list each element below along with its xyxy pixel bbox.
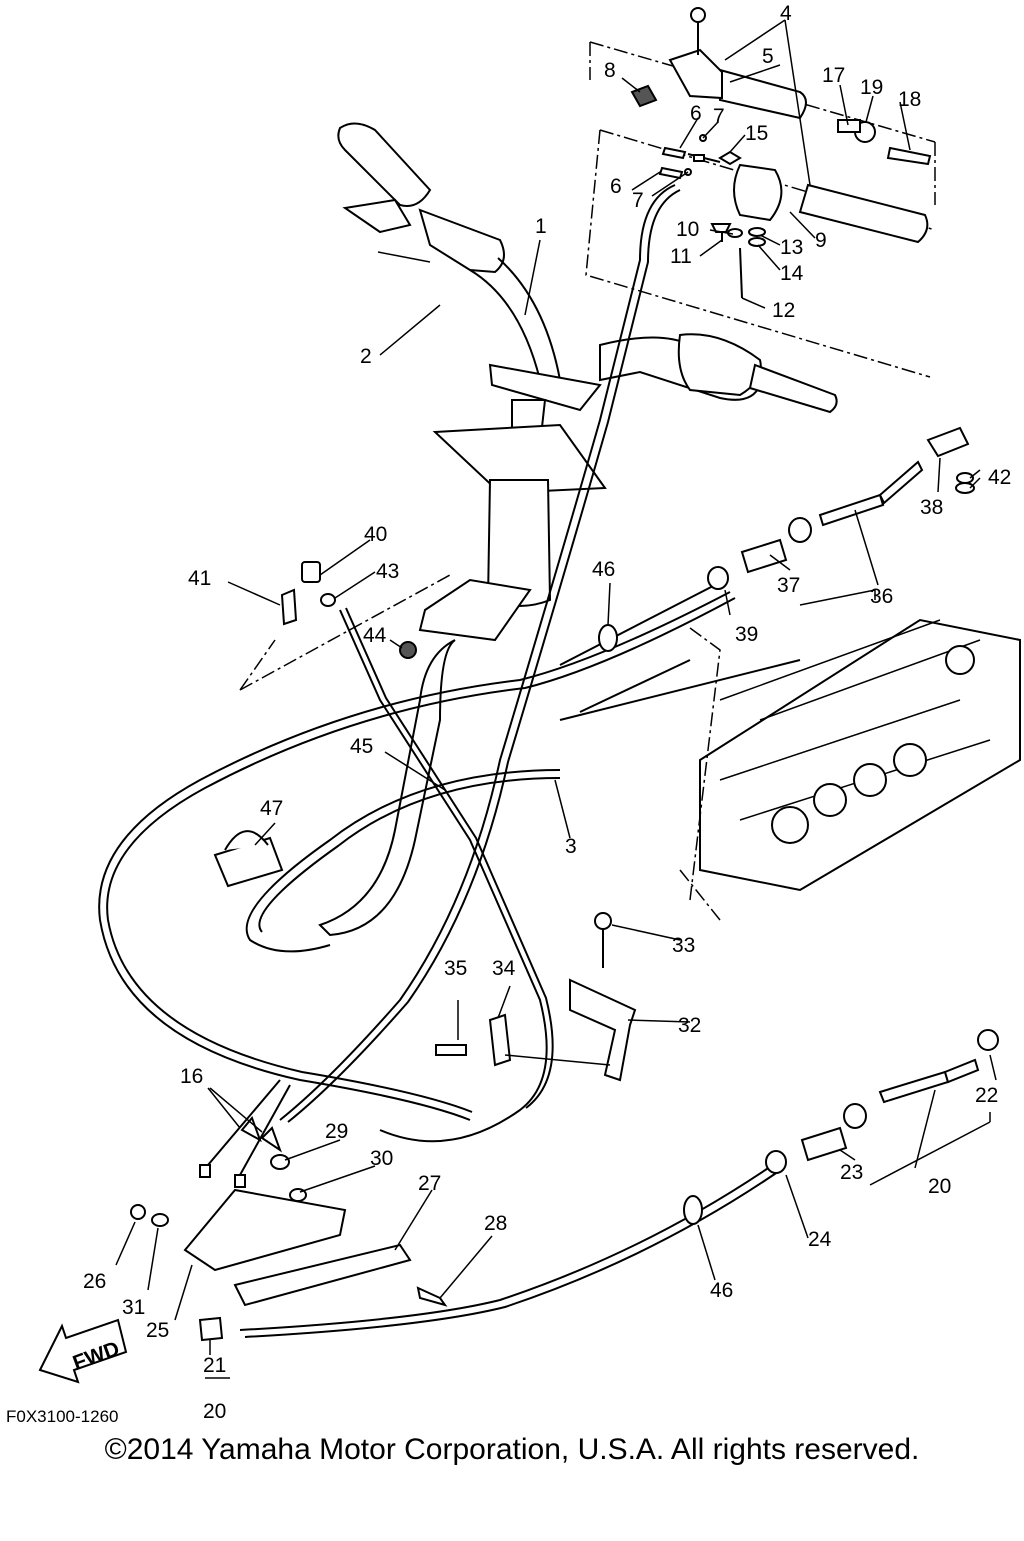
- engine-block: [239, 574, 1021, 921]
- callout-14: 14: [780, 262, 804, 285]
- copyright-notice: ©2014 Yamaha Motor Corporation, U.S.A. A…: [104, 1433, 920, 1466]
- callout-22: 22: [975, 1084, 998, 1107]
- callout-20a: 20: [928, 1175, 951, 1198]
- callout-35: 35: [444, 957, 467, 980]
- callout-40: 40: [364, 523, 387, 546]
- callout-17: 17: [822, 64, 845, 87]
- callout-15: 15: [745, 122, 768, 145]
- callout-34: 34: [492, 957, 516, 980]
- callout-7b: 7: [632, 189, 644, 212]
- callout-28: 28: [484, 1212, 507, 1235]
- callout-47: 47: [260, 797, 283, 820]
- callout-5: 5: [762, 45, 774, 68]
- callout-41: 41: [188, 567, 211, 590]
- callout-13: 13: [780, 236, 803, 259]
- callout-9: 9: [815, 229, 827, 252]
- callout-6a: 6: [690, 102, 702, 125]
- callout-31: 31: [122, 1296, 145, 1319]
- callout-42: 42: [988, 466, 1011, 489]
- control-bracket: [130, 426, 999, 1342]
- callout-29: 29: [325, 1120, 348, 1143]
- callout-19: 19: [860, 76, 883, 99]
- callout-46b: 46: [710, 1279, 733, 1302]
- callout-18: 18: [898, 88, 921, 111]
- handlebar-column: [318, 122, 838, 937]
- fwd-arrow: FWD: [38, 1318, 128, 1384]
- callout-44: 44: [363, 624, 387, 647]
- callout-24: 24: [808, 1228, 832, 1251]
- callout-23: 23: [840, 1161, 863, 1184]
- callout-38: 38: [920, 496, 943, 519]
- leader-lines: [115, 19, 997, 1379]
- callout-16: 16: [180, 1065, 203, 1088]
- callout-1: 1: [535, 215, 547, 238]
- callout-11: 11: [670, 245, 692, 268]
- callout-37: 37: [777, 574, 800, 597]
- callout-39: 39: [735, 623, 758, 646]
- callout-46a: 46: [592, 558, 615, 581]
- drawing-code: F0X3100-1260: [6, 1407, 119, 1426]
- callout-6b: 6: [610, 175, 622, 198]
- callout-33: 33: [672, 934, 695, 957]
- callout-12: 12: [772, 299, 795, 322]
- callout-4: 4: [780, 2, 792, 25]
- callout-2: 2: [360, 345, 372, 368]
- callout-27: 27: [418, 1172, 441, 1195]
- callout-21: 21: [203, 1354, 226, 1377]
- callout-numbers: 1 2 3 4 5 6 7 8 9 10 11 12 13 14 15 6 7 …: [83, 2, 1011, 1423]
- callout-45: 45: [350, 735, 373, 758]
- callout-8: 8: [604, 59, 616, 82]
- callout-3: 3: [565, 835, 577, 858]
- callout-32: 32: [678, 1014, 701, 1037]
- cables: [98, 184, 801, 1338]
- callout-36: 36: [870, 585, 893, 608]
- callout-25: 25: [146, 1319, 169, 1342]
- callout-20b: 20: [203, 1400, 226, 1423]
- callout-26: 26: [83, 1270, 106, 1293]
- callout-10: 10: [676, 218, 699, 241]
- callout-7a: 7: [713, 105, 725, 128]
- callout-43: 43: [376, 560, 399, 583]
- callout-30: 30: [370, 1147, 393, 1170]
